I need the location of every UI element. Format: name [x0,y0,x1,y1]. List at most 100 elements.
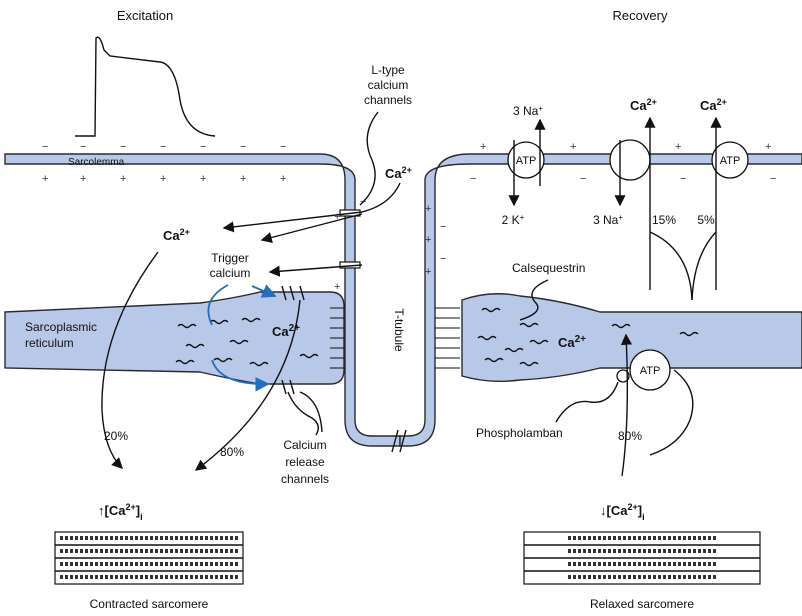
atp-pmca: ATP [720,155,741,167]
svg-text:+: + [42,173,48,185]
label-sr-1: Sarcoplasmic [25,320,97,334]
svg-text:+: + [280,173,286,185]
svg-text:+: + [334,211,340,223]
label-sarcolemma: Sarcolemma [68,157,125,168]
label-release-1: Calcium [283,438,326,452]
atp-serca: ATP [640,365,661,377]
svg-text:+: + [200,173,206,185]
ion-na-in: 3 Na+ [593,213,623,228]
ion-ca-ncx: Ca2+ [630,97,657,113]
pmca-pump [711,141,749,179]
arrow-ca-to-cytosol [222,182,401,233]
svg-text:−: − [42,141,48,153]
svg-text:−: − [440,253,446,265]
svg-text:+: + [675,141,681,153]
svg-text:+: + [425,266,431,278]
svg-text:−: − [240,141,246,153]
blue-arrow-bottom [211,359,270,392]
arrow-80-percent-right [620,333,633,477]
svg-text:−: − [120,141,126,153]
label-phospholamban: Phospholamban [476,426,563,440]
svg-text:−: − [200,141,206,153]
na-k-atpase [507,141,545,179]
blue-arrow-top [251,284,277,298]
ion-ca-entry: Ca2+ [385,165,412,181]
arrow-ca-trigger-lower [268,264,363,277]
svg-text:+: + [425,234,431,246]
junctional-feet-right [435,307,460,369]
calsequestrin-squiggles-left [175,317,319,367]
ion-ca-sr-left: Ca2+ [272,323,300,340]
svg-text:−: − [770,173,776,185]
svg-text:+: + [240,173,246,185]
relaxed-sarcomere [523,531,761,585]
conc-ca-down: ↓[Ca2+]i [600,502,645,522]
svg-text:−: − [160,141,166,153]
blue-arc-top [207,284,229,326]
svg-text:+: + [160,173,166,185]
svg-text:−: − [80,141,86,153]
ion-na-out: 3 Na+ [513,104,543,119]
svg-text:−: − [440,221,446,233]
percent-left-20: 20% [104,429,128,443]
percent-ncx: 15% [652,213,676,227]
percent-pmca: 5% [697,213,715,227]
sarcolemma-right [399,153,802,447]
header-recovery: Recovery [613,8,668,23]
svg-text:+: + [480,141,486,153]
header-excitation: Excitation [117,8,173,23]
calsequestrin-squiggles-right [477,307,699,367]
label-trigger-2: calcium [210,266,251,280]
label-l-type-1: L-type [371,63,405,77]
svg-text:−: − [680,173,686,185]
svg-text:+: + [80,173,86,185]
curve-serca-right [649,369,694,456]
svg-text:+: + [120,173,126,185]
curve-pmca-converge [691,231,717,301]
phospholamban-bead [616,369,630,383]
svg-text:−: − [470,173,476,185]
label-t-tubule: T-tubule [392,308,406,352]
svg-text:+: + [334,281,340,293]
label-release-2: release [285,455,325,469]
arrow-20-percent [101,251,159,469]
svg-text:+: + [570,141,576,153]
arrow-ca-to-trigger [260,213,363,243]
percent-right-80: 80% [618,429,642,443]
leader-l-type [359,111,379,206]
svg-text:−: − [280,141,286,153]
na-ca-exchanger [609,139,651,181]
svg-text:+: + [425,203,431,215]
arrow-80-percent-left [194,299,301,471]
label-sr-2: reticulum [25,336,74,350]
ion-ca-cytosol: Ca2+ [163,227,190,243]
curve-ncx-converge [649,231,693,301]
percent-left-80: 80% [220,445,244,459]
sarcoplasmic-reticulum-left [4,291,345,385]
leader-phospholamban [555,381,619,423]
tubule-break-1 [391,429,399,453]
action-potential-trace [75,36,216,137]
calcium-release-channels [281,285,305,395]
label-contracted: Contracted sarcomere [90,597,209,611]
leader-release-1 [287,391,319,436]
label-release-3: channels [281,472,329,486]
label-l-type-3: channels [364,93,412,107]
conc-ca-up: ↑[Ca2+]i [98,502,143,522]
svg-text:−: − [580,173,586,185]
ion-ca-pmca: Ca2+ [700,97,727,113]
ion-ca-sr-right: Ca2+ [558,334,586,351]
label-calsequestrin: Calsequestrin [512,261,585,275]
junctional-feet-left [330,305,345,369]
label-l-type-2: calcium [368,78,409,92]
contracted-sarcomere [54,531,244,585]
ion-k-in: 2 K+ [502,213,525,228]
label-trigger-1: Trigger [211,251,249,265]
serca-pump [629,349,671,391]
label-relaxed: Relaxed sarcomere [590,597,694,611]
leader-release-2 [299,391,323,433]
leader-calsequestrin [519,279,549,321]
atp-na-k: ATP [516,155,537,167]
svg-text:+: + [765,141,771,153]
